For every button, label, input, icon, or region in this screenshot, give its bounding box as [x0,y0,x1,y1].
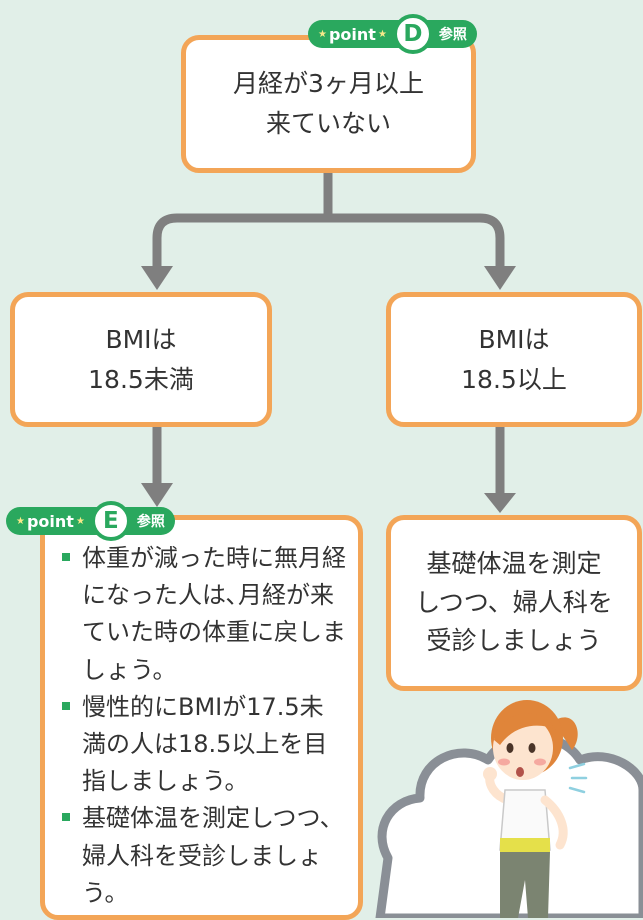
node-advice-list: 体重が減った時に無月経になった人は､月経が来ていた時の体重に戻しましょう。 慢性… [40,515,363,920]
star-icon: ★ [377,28,387,40]
list-item-text: 体重が減った時に無月経になった人は､月経が来ていた時の体重に戻しましょう。 [82,544,346,684]
node-basal-temp-checkup: 基礎体温を測定 しつつ、婦人科を 受診しましょう [386,515,642,691]
star-icon: ★ [318,28,327,40]
point-d-reference-badge: ★ point ★ D 参照 [308,14,477,54]
node-text-line: BMIは [478,324,550,354]
bullet-icon [62,813,70,822]
node-text-line: 18.5以上 [461,364,567,394]
star-icon: ★ [75,515,85,527]
arrow-to-right-box [484,266,516,290]
list-item: 慢性的にBMIが17.5未満の人は18.5以上を目指しましょう。 [60,689,346,801]
node-text-line: しつつ、婦人科を [415,587,613,617]
badge-letter: D [392,14,433,54]
badge-ref-label: 参照 [438,27,467,43]
list-item: 体重が減った時に無月経になった人は､月経が来ていた時の体重に戻しましょう。 [60,540,346,689]
point-e-reference-badge: ★ point ★ E 参照 [6,501,175,541]
star-icon: ★ [16,515,25,527]
list-item-text: 慢性的にBMIが17.5未満の人は18.5以上を目指しましょう。 [82,692,328,796]
node-text-line: BMIは [105,324,177,354]
node-text-line: 基礎体温を測定 [426,548,602,578]
arrow-to-checkup-box [484,493,516,513]
node-text-line: 月経が3ヶ月以上 [233,69,424,98]
list-item: 基礎体温を測定しつつ、婦人科を受診しましょう。 [60,800,346,912]
node-text-line: 受診しましょう [426,626,602,656]
badge-letter: E [90,501,131,541]
node-no-period-3-months: 月経が3ヶ月以上 来ていない [181,35,476,173]
node-bmi-under-18-5: BMIは 18.5未満 [10,292,272,427]
badge-ref-label: 参照 [136,514,165,530]
arrow-to-advice-box [141,483,173,507]
badge-point-label: point [328,24,376,44]
connector-split [152,213,505,268]
badge-point-label: point [26,511,74,531]
bullet-icon [62,701,70,710]
bullet-icon [62,553,70,561]
node-bmi-over-18-5: BMIは 18.5以上 [386,292,642,427]
arrow-to-left-box [141,266,173,290]
node-text-line: 18.5未満 [88,364,194,394]
node-text-line: 来ていない [265,109,391,138]
advice-list: 体重が減った時に無月経になった人は､月経が来ていた時の体重に戻しましょう。 慢性… [60,540,346,912]
list-item-text: 基礎体温を測定しつつ、婦人科を受診しましょう。 [82,804,344,907]
running-woman-illustration [483,700,588,918]
